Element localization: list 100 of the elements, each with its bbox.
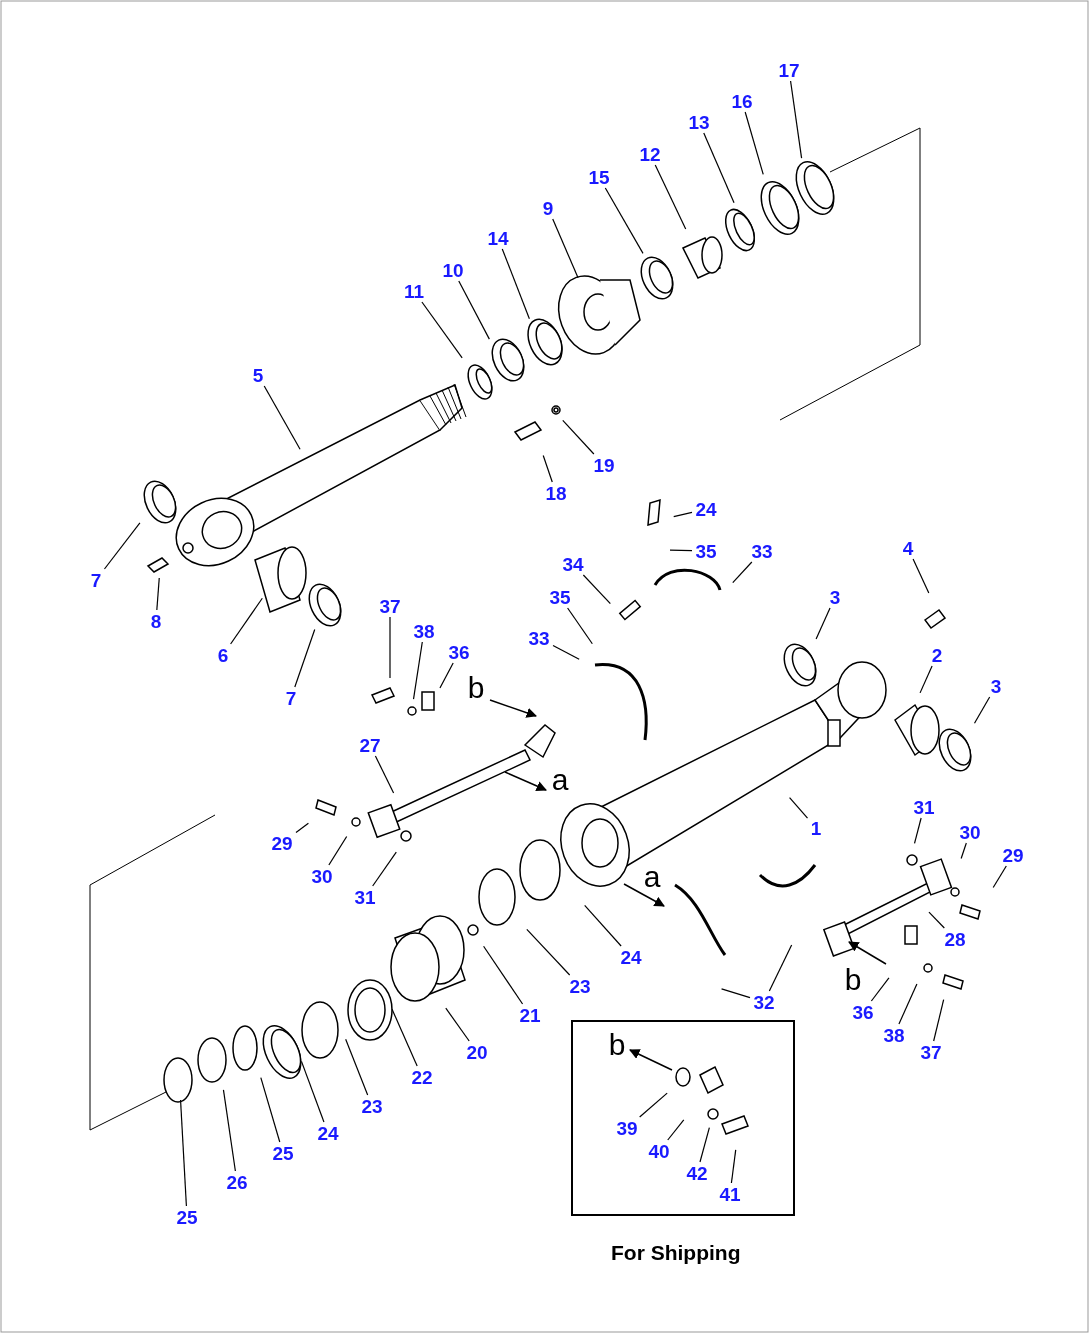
leader-line — [263, 385, 301, 450]
leader-line — [992, 865, 1007, 889]
leader-line — [582, 574, 611, 605]
leader-line — [374, 755, 395, 794]
leader-line — [389, 616, 391, 679]
callout-number: 7 — [90, 570, 102, 590]
callout-number: 39 — [616, 1118, 638, 1138]
callout-number: 16 — [731, 91, 753, 111]
leader-line — [445, 1007, 470, 1042]
leader-line — [768, 944, 793, 992]
leader-line — [933, 999, 945, 1042]
leader-line — [870, 977, 890, 1002]
leader-line — [526, 928, 571, 976]
leader-line — [391, 1008, 418, 1067]
leader-line — [222, 1089, 236, 1172]
leader-line — [919, 665, 933, 694]
callout-number: 24 — [620, 947, 642, 967]
leader-line — [552, 644, 580, 660]
leader-line — [412, 641, 423, 700]
callout-number: 28 — [944, 929, 966, 949]
callout-number: 24 — [317, 1123, 339, 1143]
leader-line — [372, 851, 397, 887]
connection-letter: b — [467, 673, 485, 703]
callout-number: 32 — [753, 992, 775, 1012]
callout-number: 33 — [751, 541, 773, 561]
callout-number: 10 — [442, 260, 464, 280]
callout-number: 29 — [1002, 845, 1024, 865]
leader-line — [421, 301, 463, 359]
leader-line — [730, 1149, 737, 1184]
leader-line — [667, 1119, 685, 1141]
callout-number: 40 — [648, 1141, 670, 1161]
connection-letter: a — [643, 862, 661, 892]
leader-line — [673, 511, 693, 518]
callout-number: 36 — [448, 642, 470, 662]
callout-number: 23 — [361, 1096, 383, 1116]
leader-line — [960, 842, 967, 860]
callout-number: 31 — [354, 887, 376, 907]
callout-number: 5 — [252, 365, 264, 385]
leader-line — [912, 558, 930, 594]
callout-number: 9 — [542, 198, 554, 218]
leader-line — [328, 835, 348, 866]
callout-number: 22 — [411, 1067, 433, 1087]
callout-number: 17 — [778, 60, 800, 80]
leader-line — [552, 218, 579, 279]
callout-number: 2 — [931, 645, 943, 665]
leader-line — [789, 80, 803, 159]
leader-line — [542, 454, 553, 483]
callout-number: 37 — [920, 1042, 942, 1062]
leader-line — [720, 988, 751, 999]
callout-number: 30 — [959, 822, 981, 842]
callout-number: 34 — [562, 554, 584, 574]
leader-line — [260, 1077, 281, 1143]
leader-line — [483, 945, 524, 1005]
callout-number: 7 — [285, 688, 297, 708]
leader-line — [439, 662, 454, 689]
leader-line — [230, 597, 263, 645]
callout-number: 25 — [272, 1143, 294, 1163]
leader-line — [699, 1127, 710, 1163]
callout-number: 24 — [695, 499, 717, 519]
leader-line — [458, 280, 490, 340]
callout-number: 35 — [549, 587, 571, 607]
callout-number: 21 — [519, 1005, 541, 1025]
callout-number: 8 — [150, 611, 162, 631]
inset-caption: For Shipping — [611, 1240, 741, 1266]
callout-number: 12 — [639, 144, 661, 164]
callout-number: 38 — [413, 621, 435, 641]
leader-line — [669, 549, 693, 552]
leader-line — [654, 164, 687, 230]
callout-number: 19 — [593, 455, 615, 475]
leader-line — [345, 1038, 369, 1096]
leader-line — [788, 796, 809, 819]
callout-number: 25 — [176, 1207, 198, 1227]
leader-line — [156, 577, 160, 611]
callout-number: 31 — [913, 797, 935, 817]
connection-letter: b — [844, 965, 862, 995]
leader-line — [300, 1060, 325, 1123]
connection-letter: a — [551, 765, 569, 795]
callout-number: 14 — [487, 228, 509, 248]
leader-line — [567, 607, 593, 645]
callout-number: 15 — [588, 167, 610, 187]
leader-line — [973, 696, 991, 724]
callout-number: 3 — [829, 587, 841, 607]
callout-number: 18 — [545, 483, 567, 503]
leader-line — [604, 187, 644, 254]
leader-line — [815, 607, 831, 640]
leader-line — [732, 561, 753, 584]
leader-line — [898, 983, 918, 1025]
callout-number: 6 — [217, 645, 229, 665]
leader-line — [103, 522, 141, 570]
leader-line — [584, 904, 622, 947]
callout-number: 27 — [359, 735, 381, 755]
callout-number: 1 — [810, 818, 822, 838]
callout-number: 20 — [466, 1042, 488, 1062]
leader-line — [744, 111, 764, 175]
callout-number: 35 — [695, 541, 717, 561]
callout-number: 13 — [688, 112, 710, 132]
leader-line — [501, 248, 530, 320]
leader-line — [639, 1092, 668, 1118]
callout-number: 26 — [226, 1172, 248, 1192]
callout-number: 30 — [311, 866, 333, 886]
